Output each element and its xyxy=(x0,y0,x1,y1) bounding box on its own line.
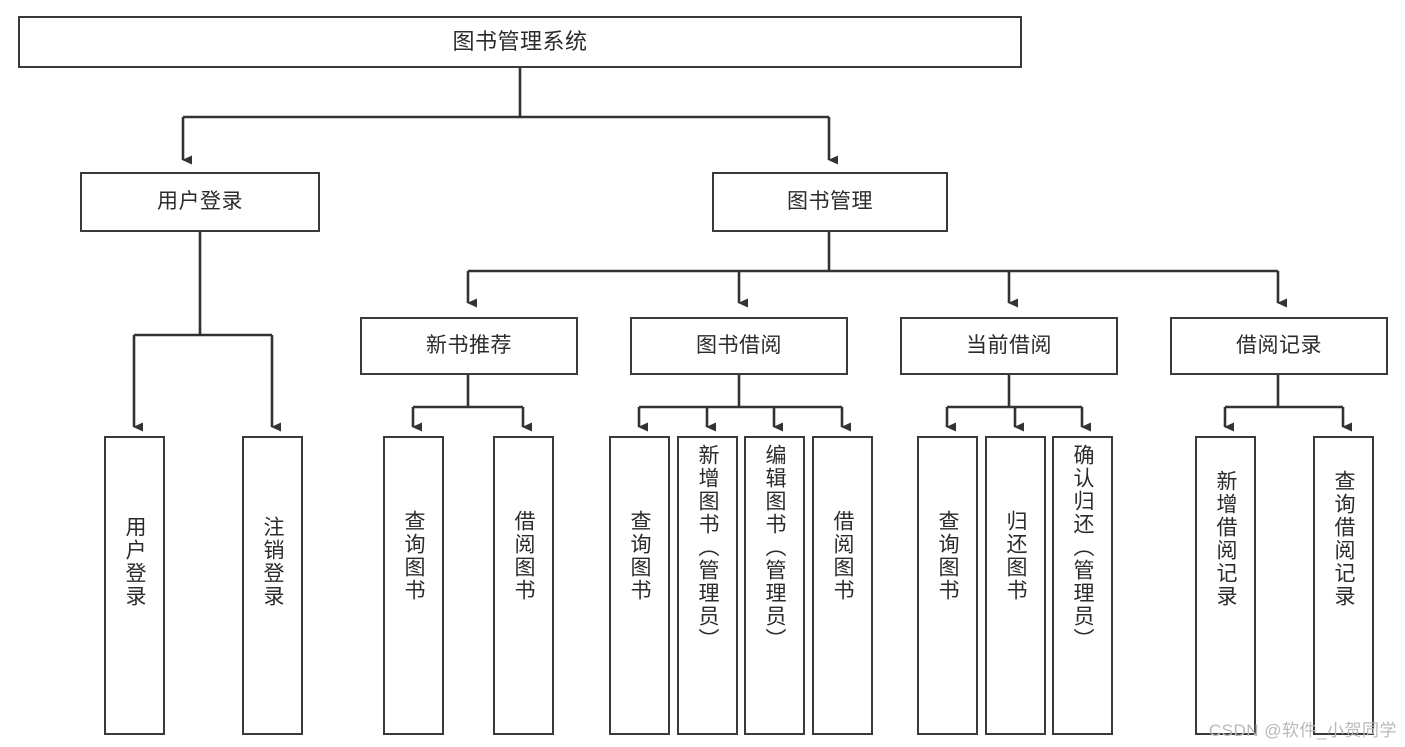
leaf-cb-confirm-return-admin[interactable]: 确认归还（管理员） xyxy=(1052,436,1113,735)
leaf-user-login[interactable]: 用户登录 xyxy=(104,436,165,735)
leaf-bb-borrow-book[interactable]: 借阅图书 xyxy=(812,436,873,735)
node-label: 新增借阅记录 xyxy=(1214,470,1237,608)
leaf-bb-edit-book-admin[interactable]: 编辑图书（管理员） xyxy=(744,436,805,735)
node-borrow-record[interactable]: 借阅记录 xyxy=(1170,317,1388,375)
leaf-bb-add-book-admin[interactable]: 新增图书（管理员） xyxy=(677,436,738,735)
node-user-login[interactable]: 用户登录 xyxy=(80,172,320,232)
node-root-system[interactable]: 图书管理系统 xyxy=(18,16,1022,68)
node-book-management[interactable]: 图书管理 xyxy=(712,172,948,232)
leaf-br-add-record[interactable]: 新增借阅记录 xyxy=(1195,436,1256,735)
leaf-nb-query-book[interactable]: 查询图书 xyxy=(383,436,444,735)
node-label: 图书借阅 xyxy=(696,334,782,358)
node-label: 当前借阅 xyxy=(966,334,1052,358)
node-book-borrow[interactable]: 图书借阅 xyxy=(630,317,848,375)
leaf-cb-query-book[interactable]: 查询图书 xyxy=(917,436,978,735)
node-label: 注销登录 xyxy=(261,516,284,608)
node-label: 借阅记录 xyxy=(1236,334,1322,358)
node-label: 借阅图书 xyxy=(831,510,854,602)
leaf-br-query-record[interactable]: 查询借阅记录 xyxy=(1313,436,1374,735)
node-label: 新书推荐 xyxy=(426,334,512,358)
node-label: 查询图书 xyxy=(628,510,651,602)
node-label: 新增图书（管理员） xyxy=(696,444,719,651)
node-label: 用户登录 xyxy=(123,516,146,608)
leaf-logout[interactable]: 注销登录 xyxy=(242,436,303,735)
node-current-borrow[interactable]: 当前借阅 xyxy=(900,317,1118,375)
node-label: 图书管理 xyxy=(787,190,873,214)
node-label: 借阅图书 xyxy=(512,510,535,602)
node-new-book-recommend[interactable]: 新书推荐 xyxy=(360,317,578,375)
node-label: 确认归还（管理员） xyxy=(1071,444,1094,651)
node-label: 编辑图书（管理员） xyxy=(763,444,786,651)
node-label: 查询图书 xyxy=(402,510,425,602)
leaf-nb-borrow-book[interactable]: 借阅图书 xyxy=(493,436,554,735)
node-label: 查询借阅记录 xyxy=(1332,470,1355,608)
node-label: 查询图书 xyxy=(936,510,959,602)
node-label: 归还图书 xyxy=(1004,510,1027,602)
leaf-bb-query-book[interactable]: 查询图书 xyxy=(609,436,670,735)
leaf-cb-return-book[interactable]: 归还图书 xyxy=(985,436,1046,735)
node-label: 图书管理系统 xyxy=(452,28,588,54)
node-label: 用户登录 xyxy=(157,190,243,214)
watermark-text: CSDN @软件_小贺同学 xyxy=(1208,721,1397,740)
